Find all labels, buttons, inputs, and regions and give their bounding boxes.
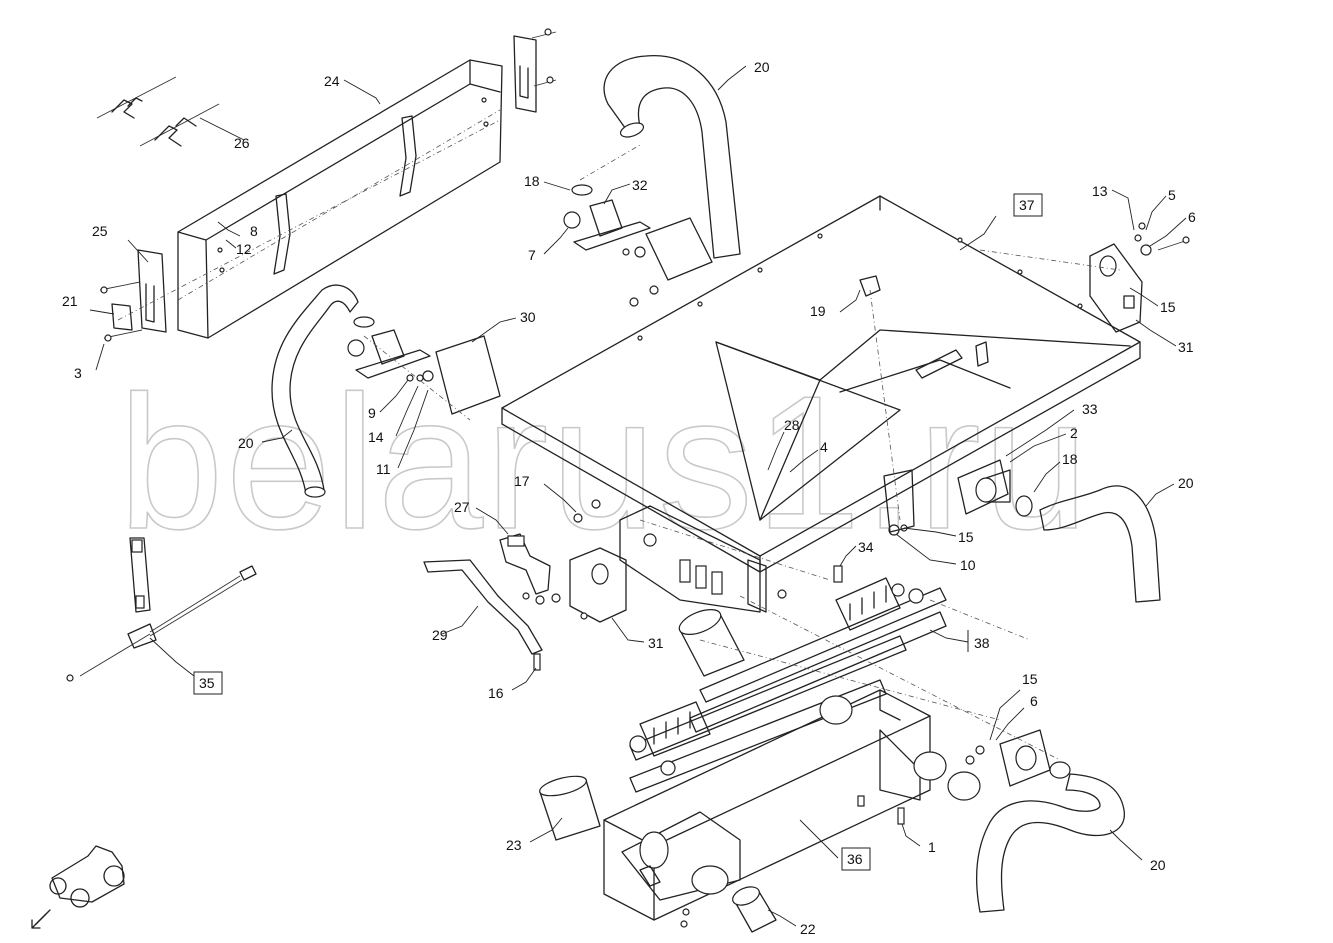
part-hardware-center [833,469,915,583]
callout-20-left: 20 [238,435,254,451]
callout-16: 16 [488,685,504,701]
callout-18-right: 18 [1062,451,1078,467]
callout-2: 2 [1070,425,1078,441]
part-36-lower-beam [603,689,947,921]
callout-38: 38 [974,635,990,651]
callout-28: 28 [784,417,800,433]
callout-25: 25 [92,223,108,239]
callout-6-top: 6 [1188,209,1196,225]
callout-33: 33 [1082,401,1098,417]
callout-34: 34 [858,539,874,555]
callout-6-lower: 6 [1030,693,1038,709]
part-bracket-plate-top [513,28,557,113]
callout-labels: 24 26 25 8 12 21 3 20 18 32 7 37 13 5 6 … [62,59,1196,937]
part-25-side-plate [99,249,167,342]
callout-15-top: 15 [1160,299,1176,315]
part-27-bracket [499,533,551,595]
callout-15-center: 15 [958,529,974,545]
callout-31-left: 31 [648,635,664,651]
part-26-brackets [96,76,220,147]
part-29-lever [423,559,543,671]
callout-35: 35 [199,675,215,691]
callout-19: 19 [810,303,826,319]
callout-20-right: 20 [1178,475,1194,491]
callout-20-top: 20 [754,59,770,75]
assembly-centerlines [117,119,1121,761]
part-31-side-plate-left [522,547,627,623]
callout-box-37 [1013,193,1043,217]
callout-box-36 [841,847,871,871]
part-17-frame [573,499,787,613]
part-35-cable [66,537,257,682]
callout-9: 9 [368,405,376,421]
callout-18-top: 18 [524,173,540,189]
callout-15-lower: 15 [1022,671,1038,687]
callout-17: 17 [514,473,530,489]
callout-21: 21 [62,293,78,309]
callout-29: 29 [432,627,448,643]
part-20-tube-left [271,284,359,498]
callout-14: 14 [368,429,384,445]
part-32-funnel-fitting [563,184,713,295]
part-24-cover [177,59,503,339]
part-right-lower-outlet [947,729,1125,913]
part-30-funnel-fitting [347,297,639,415]
callout-box-35 [193,671,223,695]
callout-7: 7 [528,247,536,263]
callout-10: 10 [960,557,976,573]
tractor-orientation-icon [31,845,125,929]
callout-1: 1 [928,839,936,855]
callout-23: 23 [506,837,522,853]
part-20-tube-top [603,55,741,259]
callout-8: 8 [250,223,258,239]
callout-20-bottom: 20 [1150,857,1166,873]
part-22-sleeve [680,886,777,933]
callout-12: 12 [236,241,252,257]
part-38-shaft-upper [689,577,947,733]
callout-32: 32 [632,177,648,193]
part-lower-shaft [629,635,907,793]
callout-13: 13 [1092,183,1108,199]
callout-31-right: 31 [1178,339,1194,355]
part-31-side-plate-right [1089,222,1190,333]
callout-4: 4 [820,439,828,455]
callout-leaders [89,65,1187,927]
part-roller-sleeve [678,608,745,677]
callout-22: 22 [800,921,816,937]
callout-11: 11 [376,461,391,477]
callout-26: 26 [234,135,250,151]
callout-27: 27 [454,499,470,515]
callout-30: 30 [520,309,536,325]
callout-5: 5 [1168,187,1176,203]
callout-24: 24 [324,73,340,89]
callout-36: 36 [847,851,863,867]
part-33-outlet-plate [957,459,1161,603]
watermark: belarus1.ru [118,357,1091,569]
part-23-sleeve [539,775,601,841]
callout-3: 3 [74,365,82,381]
callout-37: 37 [1019,197,1035,213]
